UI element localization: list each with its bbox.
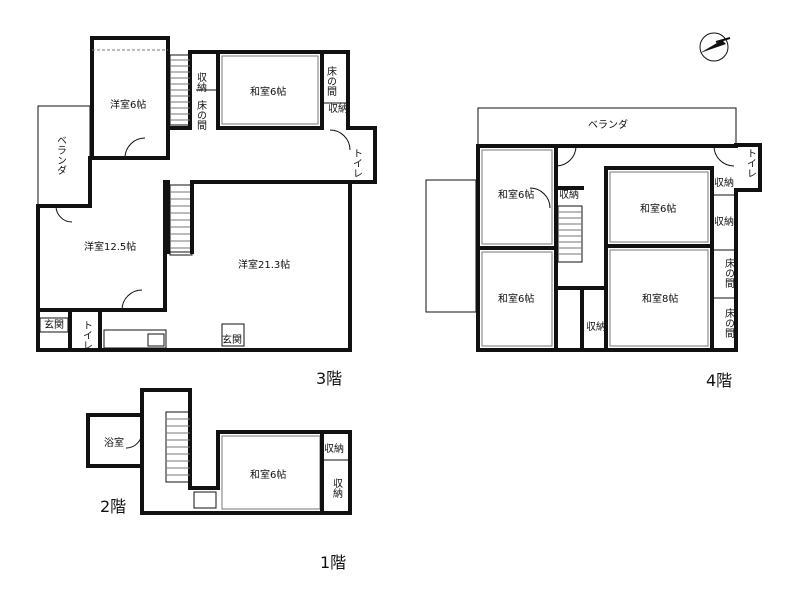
floor-4-plan (425, 107, 762, 352)
room-label: 浴室 (104, 436, 124, 449)
floor-1-2-labels: 浴室 和室6帖 収納 収納 2階 1階 (100, 436, 346, 572)
room-label: 収納 (324, 442, 344, 455)
room-label: 和室6帖 (640, 202, 676, 215)
room-label: 和室6帖 (250, 468, 286, 481)
wall-1f-outer (140, 388, 352, 515)
stairs-3f-a (169, 54, 191, 126)
room-label: 和室8帖 (642, 292, 678, 305)
room-label: トイレ (745, 148, 757, 178)
floor-1-2-plan (86, 388, 352, 515)
room-label: 床の間 (723, 257, 735, 289)
floor-3-labels: 洋室6帖 和室6帖 収納 床の間 床の間 収納 トイレ ベランダ 洋室12.5帖… (44, 65, 363, 388)
room-label: 収納 (331, 478, 343, 499)
balcony-4f (425, 179, 477, 313)
room-label: 玄関 (44, 318, 64, 331)
floor-4-labels: ベランダ 和室6帖 和室6帖 和室6帖 和室8帖 収納 収納 収納 収納 床の間… (498, 118, 757, 390)
room-label: 和室6帖 (250, 85, 286, 98)
stairs-3f-b (169, 184, 193, 256)
north-arrow-icon (699, 32, 731, 62)
room-label: 収納 (559, 188, 579, 201)
floor-label-3f: 3階 (316, 369, 342, 388)
room-label: ベランダ (588, 118, 628, 131)
room-label: 収納 (328, 102, 348, 115)
room-label: 収納 (195, 72, 207, 93)
room-label: 床の間 (325, 65, 337, 97)
room-label: 洋室6帖 (110, 98, 146, 111)
room-label: 和室6帖 (498, 292, 534, 305)
floor-3-plan (36, 36, 377, 352)
floor-label-4f: 4階 (706, 371, 732, 390)
room-label: 玄関 (222, 333, 242, 346)
room-label: 床の間 (723, 307, 735, 339)
wall-4f-outer (476, 143, 762, 352)
room-label: 収納 (586, 320, 606, 333)
floor-label-2f: 2階 (100, 497, 126, 516)
room-label: ベランダ (55, 135, 67, 175)
room-label: 和室6帖 (498, 188, 534, 201)
room-label: 洋室21.3帖 (238, 258, 290, 271)
room-label: 収納 (714, 215, 734, 228)
stairs-4f (557, 205, 583, 263)
kitchen-counter (103, 329, 167, 349)
room-label: 洋室12.5帖 (84, 240, 136, 253)
floor-label-1f: 1階 (320, 553, 346, 572)
stairs-2f (165, 411, 191, 483)
room-label: トイレ (81, 320, 93, 350)
room-label: トイレ (351, 148, 363, 178)
genkan-3f-b (221, 323, 245, 347)
room-label: 収納 (714, 176, 734, 189)
room-label: 床の間 (195, 99, 207, 131)
